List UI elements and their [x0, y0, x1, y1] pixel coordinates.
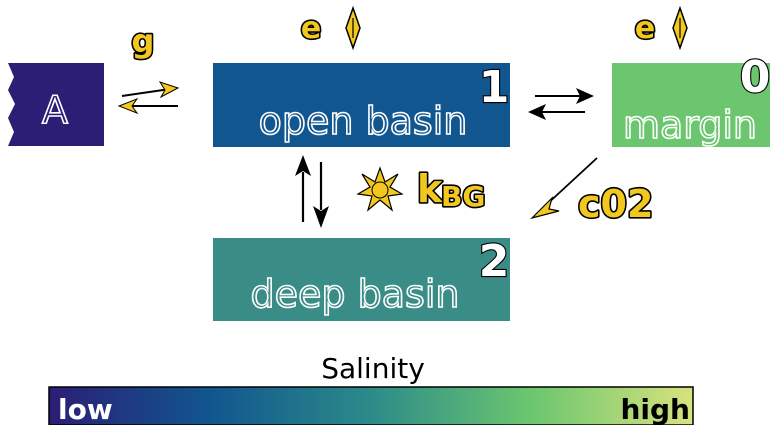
exchange-arrows-open-margin [528, 88, 594, 120]
flux-e-margin-label: e [635, 11, 655, 46]
colorbar-high-label: high [620, 393, 690, 425]
deep-basin-label: deep basin [251, 272, 460, 316]
reservoir-a-shape [8, 63, 104, 146]
vertical-exchange-arrows [295, 155, 329, 228]
deep-basin-number: 2 [479, 236, 510, 287]
margin-label: margin [623, 103, 757, 147]
reservoir-a-label: A [42, 88, 68, 132]
open-basin-label: open basin [259, 99, 468, 143]
co2-flux-arrow [530, 157, 598, 220]
flux-k-subscript: BG [441, 180, 485, 213]
colorbar-low-label: low [58, 393, 113, 425]
flux-k-main: k [417, 167, 443, 211]
flux-co2-label: c02 [578, 182, 653, 226]
colorbar-gradient [48, 386, 694, 425]
deep-basin-rect [213, 238, 510, 321]
sun-icon [356, 166, 404, 212]
open-basin-rect [213, 63, 510, 147]
reservoir-a: A [8, 63, 104, 146]
salinity-colorbar: Salinity low high [48, 352, 694, 425]
flux-kbg-label: k BG [415, 165, 487, 214]
open-basin-number: 1 [479, 62, 510, 113]
box-margin: margin 0 [612, 51, 770, 148]
evaporation-icon-open [345, 5, 361, 51]
box-deep-basin: deep basin 2 [213, 235, 510, 321]
colorbar-title: Salinity [321, 352, 425, 385]
margin-rect [612, 63, 770, 147]
exchange-arrows-a-open [117, 81, 180, 115]
flux-e-open-label: e [301, 11, 321, 46]
margin-number: 0 [740, 52, 770, 103]
evaporation-icon-margin [672, 5, 688, 51]
box-open-basin: open basin 1 [213, 61, 510, 147]
flux-g-label: g [132, 22, 155, 60]
